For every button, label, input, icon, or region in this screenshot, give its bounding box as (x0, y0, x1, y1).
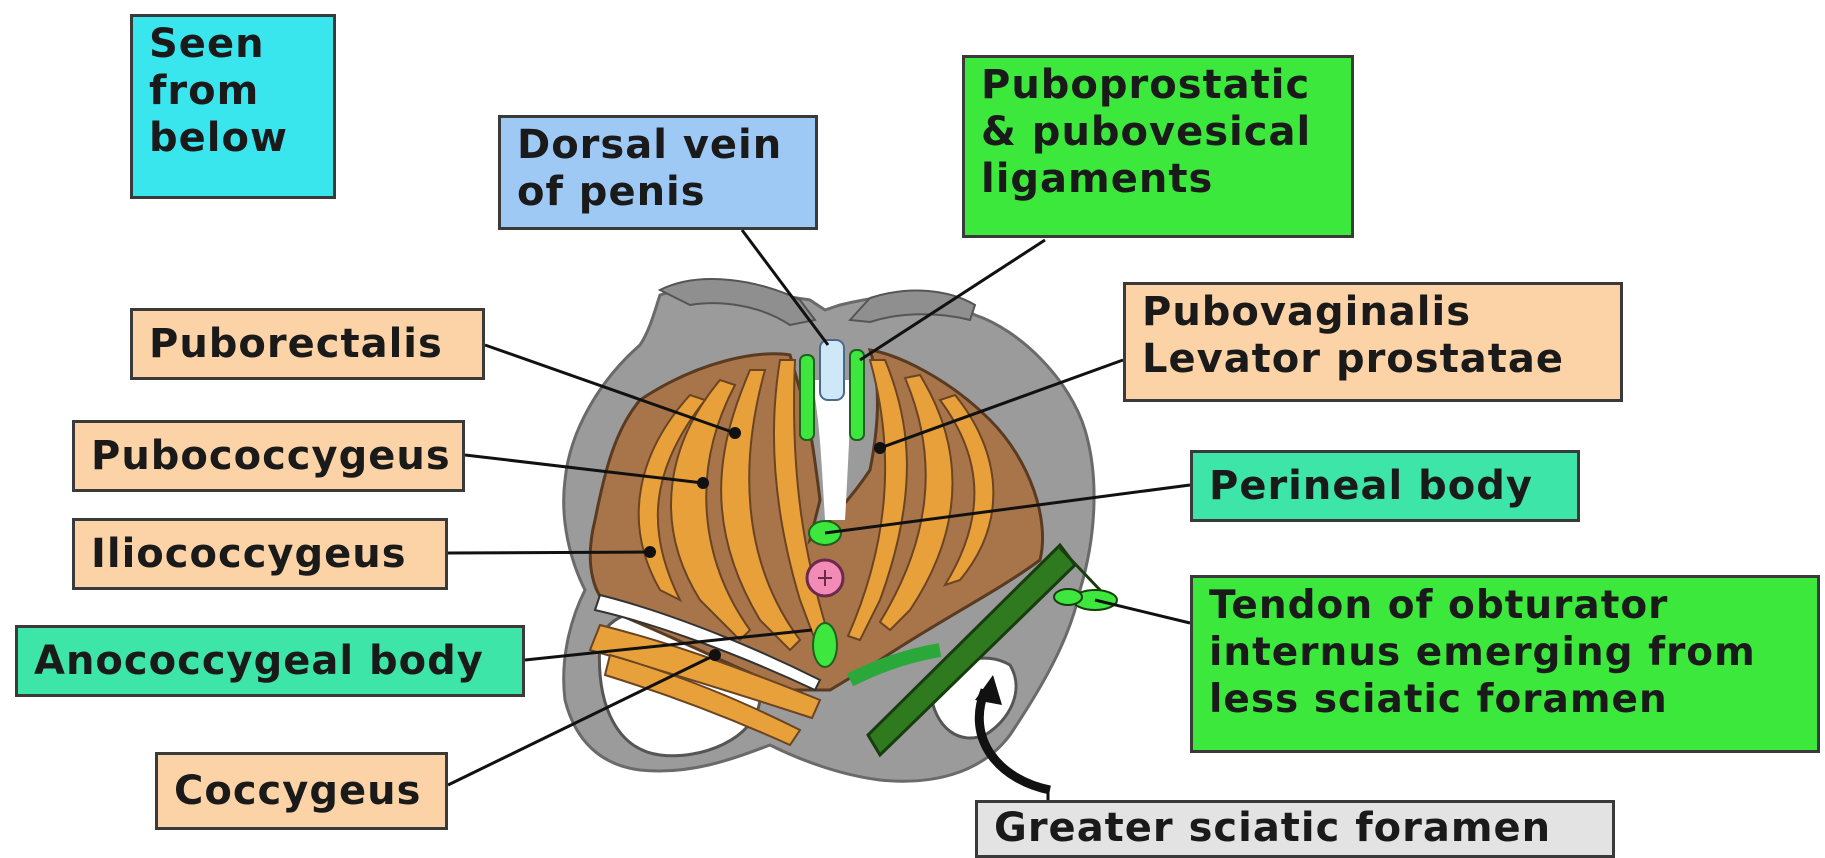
iliococcygeus-label: Iliococcygeus (72, 518, 448, 590)
puborectalis-label: Puborectalis (130, 308, 485, 380)
obturator-emerging (1054, 589, 1082, 605)
dorsal-vein (820, 340, 844, 400)
puboprostatic-ligament-left (800, 355, 814, 440)
dorsal-vein-label: Dorsal vein of penis (498, 115, 818, 230)
puboprostatic-ligament-right (850, 350, 864, 440)
leader-tendon (1095, 600, 1190, 623)
coccygeus-label: Coccygeus (155, 752, 448, 830)
pubococcygeus-label: Pubococcygeus (72, 420, 465, 492)
tendon-obturator-label: Tendon of obturator internus emerging fr… (1190, 575, 1820, 753)
greater-sciatic-label: Greater sciatic foramen (975, 800, 1615, 858)
leader-iliococcygeus (448, 552, 650, 553)
puboprostatic-label: Puboprostatic & pubovesical ligaments (962, 55, 1354, 238)
perineal-body-label: Perineal body (1190, 450, 1580, 522)
anococcygeal-node (813, 623, 837, 667)
pubovaginalis-label: Pubovaginalis Levator prostatae (1123, 282, 1623, 402)
seen-from-below-note: Seen from below (130, 14, 336, 199)
anococcygeal-body-label: Anococcygeal body (15, 625, 525, 697)
